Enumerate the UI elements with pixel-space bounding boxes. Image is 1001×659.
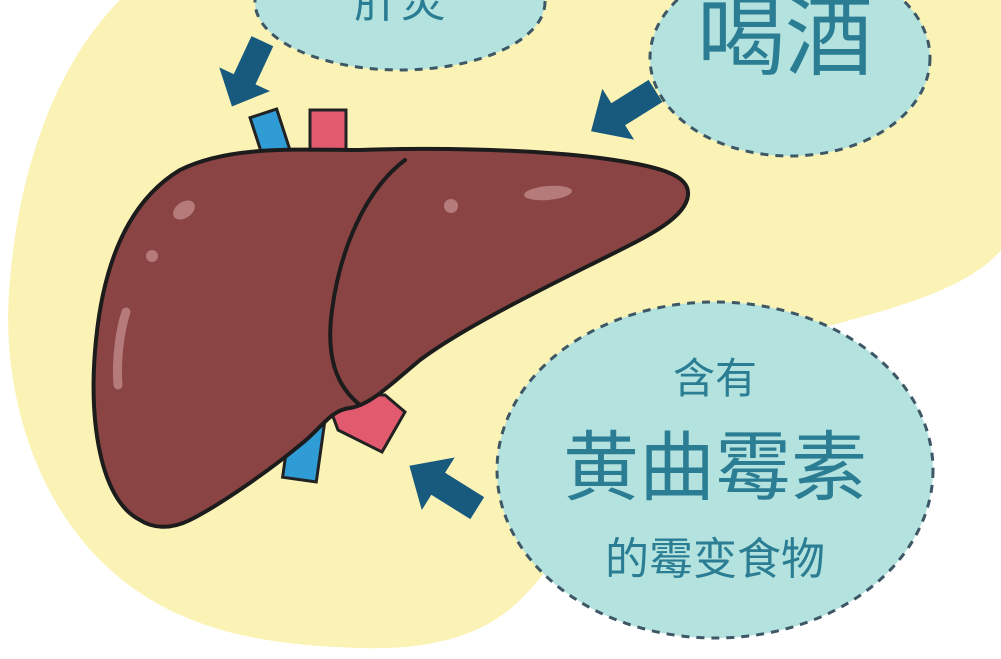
arrow-up-left-icon bbox=[409, 457, 485, 520]
liver-highlight bbox=[113, 307, 131, 390]
arrow-down-left-icon bbox=[591, 79, 663, 140]
liver-shape bbox=[91, 146, 691, 529]
liver-highlight bbox=[173, 200, 195, 220]
arrow-down-right-icon bbox=[219, 36, 274, 107]
moldy-food-label-line2: 黄曲霉素 bbox=[563, 423, 867, 512]
hepatitis-bubble bbox=[253, 0, 547, 72]
liver-highlight bbox=[524, 185, 572, 201]
moldy-food-bubble bbox=[495, 300, 935, 640]
moldy-food-label-line3: 的霉变食物 bbox=[605, 534, 825, 585]
moldy-food-label-line1: 含有 bbox=[672, 354, 757, 403]
liver-highlight bbox=[146, 250, 158, 262]
liver-highlight bbox=[444, 199, 458, 213]
drinking-bubble bbox=[648, 0, 932, 158]
liver-lobe-line bbox=[328, 158, 407, 407]
hepatitis-label: 肝炎 bbox=[354, 0, 446, 28]
drinking-label: 喝酒 bbox=[696, 0, 873, 89]
